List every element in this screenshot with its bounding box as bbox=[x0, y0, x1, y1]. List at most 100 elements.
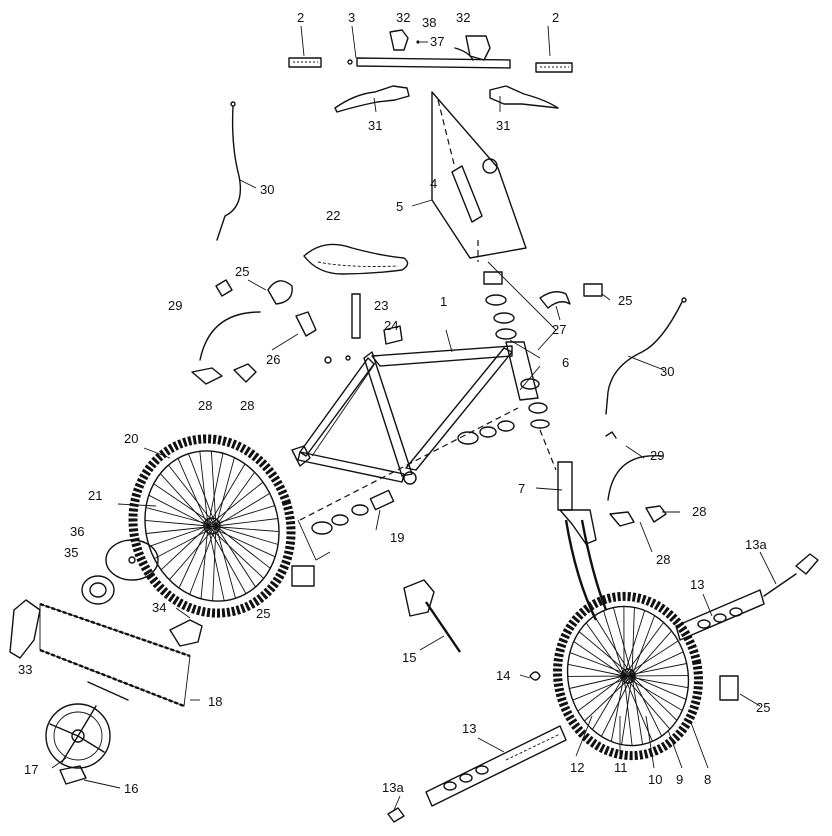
seat-post bbox=[351, 293, 361, 339]
spoke bbox=[215, 457, 235, 527]
callout-31-right: 31 bbox=[496, 118, 510, 133]
spoke bbox=[215, 525, 256, 588]
spoke bbox=[631, 675, 644, 745]
callout-31-left: 31 bbox=[368, 118, 382, 133]
spoke bbox=[573, 641, 625, 677]
handlebar-assembly bbox=[288, 29, 573, 113]
spoke bbox=[623, 675, 633, 746]
crankset bbox=[45, 703, 111, 785]
spoke bbox=[600, 675, 633, 737]
brake-cable-rear bbox=[216, 105, 242, 241]
spoke bbox=[168, 464, 217, 527]
right-grip bbox=[535, 62, 573, 73]
callout-38: 38 bbox=[422, 15, 436, 30]
callout-36: 36 bbox=[70, 524, 84, 539]
callout-8: 8 bbox=[704, 772, 711, 787]
straddle-wire-rear bbox=[199, 311, 261, 361]
handlebar bbox=[356, 57, 511, 69]
callout-17: 17 bbox=[24, 762, 38, 777]
spoke bbox=[631, 675, 678, 721]
callout-28-b: 28 bbox=[240, 398, 254, 413]
spoke bbox=[215, 493, 270, 527]
spoke bbox=[631, 615, 656, 677]
spoke bbox=[207, 463, 246, 527]
spoke bbox=[207, 481, 264, 527]
stem-outline bbox=[431, 91, 527, 259]
reflector-rear bbox=[291, 565, 315, 587]
callout-2-left: 2 bbox=[297, 10, 304, 25]
spoke bbox=[212, 525, 217, 601]
spoke bbox=[153, 483, 217, 527]
callout-9: 9 bbox=[676, 772, 683, 787]
callout-28-c: 28 bbox=[692, 504, 706, 519]
callout-25-c: 25 bbox=[256, 606, 270, 621]
saddle-parts bbox=[303, 243, 409, 345]
left-grip bbox=[288, 57, 322, 68]
spoke bbox=[149, 525, 209, 547]
callout-24: 24 bbox=[384, 318, 398, 333]
brake-lever-left bbox=[334, 85, 410, 113]
spoke bbox=[199, 451, 209, 527]
callout-32-left: 32 bbox=[396, 10, 410, 25]
spoke bbox=[569, 675, 625, 689]
spoke bbox=[631, 607, 635, 677]
callout-3: 3 bbox=[348, 10, 355, 25]
callout-19: 19 bbox=[390, 530, 404, 545]
callout-10: 10 bbox=[648, 772, 662, 787]
spoke bbox=[623, 675, 683, 711]
spoke bbox=[160, 525, 209, 571]
brake-cable-front bbox=[605, 301, 683, 415]
callout-23: 23 bbox=[374, 298, 388, 313]
callout-30-right: 30 bbox=[660, 364, 674, 379]
callout-13-top: 13 bbox=[690, 577, 704, 592]
shift-cable-clip bbox=[454, 47, 474, 61]
callout-29-right: 29 bbox=[650, 448, 664, 463]
callout-33: 33 bbox=[18, 662, 32, 677]
callout-35: 35 bbox=[64, 545, 78, 560]
rear-wheel bbox=[128, 434, 296, 618]
callout-1: 1 bbox=[440, 294, 447, 309]
spoke bbox=[215, 525, 236, 599]
spoke bbox=[631, 675, 663, 737]
callout-22: 22 bbox=[326, 208, 340, 223]
spoke bbox=[159, 473, 209, 527]
callout-28-a: 28 bbox=[198, 398, 212, 413]
spoke bbox=[215, 518, 278, 527]
fork bbox=[557, 461, 608, 621]
chainring bbox=[45, 703, 111, 769]
shift-lever-left bbox=[389, 29, 409, 51]
callout-29-left: 29 bbox=[168, 298, 182, 313]
reflector bbox=[529, 671, 541, 681]
callout-6: 6 bbox=[562, 355, 569, 370]
spoke bbox=[178, 525, 209, 589]
spoke bbox=[631, 675, 687, 700]
shift-lever-right bbox=[465, 35, 491, 61]
spoke bbox=[631, 630, 672, 677]
callout-5: 5 bbox=[396, 199, 403, 214]
spoke bbox=[207, 453, 224, 527]
front-brake-parts bbox=[539, 283, 687, 527]
callout-28-d: 28 bbox=[656, 552, 670, 567]
spoke bbox=[623, 622, 664, 677]
spoke bbox=[592, 675, 625, 730]
callout-25-b: 25 bbox=[618, 293, 632, 308]
stem-assembly bbox=[431, 91, 527, 259]
callout-37: 37 bbox=[430, 34, 444, 49]
callout-13-bottom: 13 bbox=[462, 721, 476, 736]
bicycle-frame bbox=[291, 341, 539, 485]
callout-labels: 2 3 32 38 37 32 2 31 31 30 4 5 22 25 25 … bbox=[18, 10, 770, 796]
spoke bbox=[169, 525, 217, 581]
spoke bbox=[610, 675, 625, 742]
bottom-bracket-parts bbox=[297, 407, 519, 561]
rear-derailleur bbox=[9, 599, 41, 659]
spoke bbox=[567, 663, 625, 677]
spoke bbox=[623, 640, 679, 677]
callout-30-left: 30 bbox=[260, 182, 274, 197]
stem-quill bbox=[451, 165, 483, 223]
spoke bbox=[623, 675, 653, 742]
spoke bbox=[189, 525, 217, 595]
reflector-front bbox=[719, 675, 739, 701]
spoke bbox=[603, 610, 625, 677]
pedal bbox=[59, 765, 87, 785]
spoke bbox=[631, 651, 684, 677]
